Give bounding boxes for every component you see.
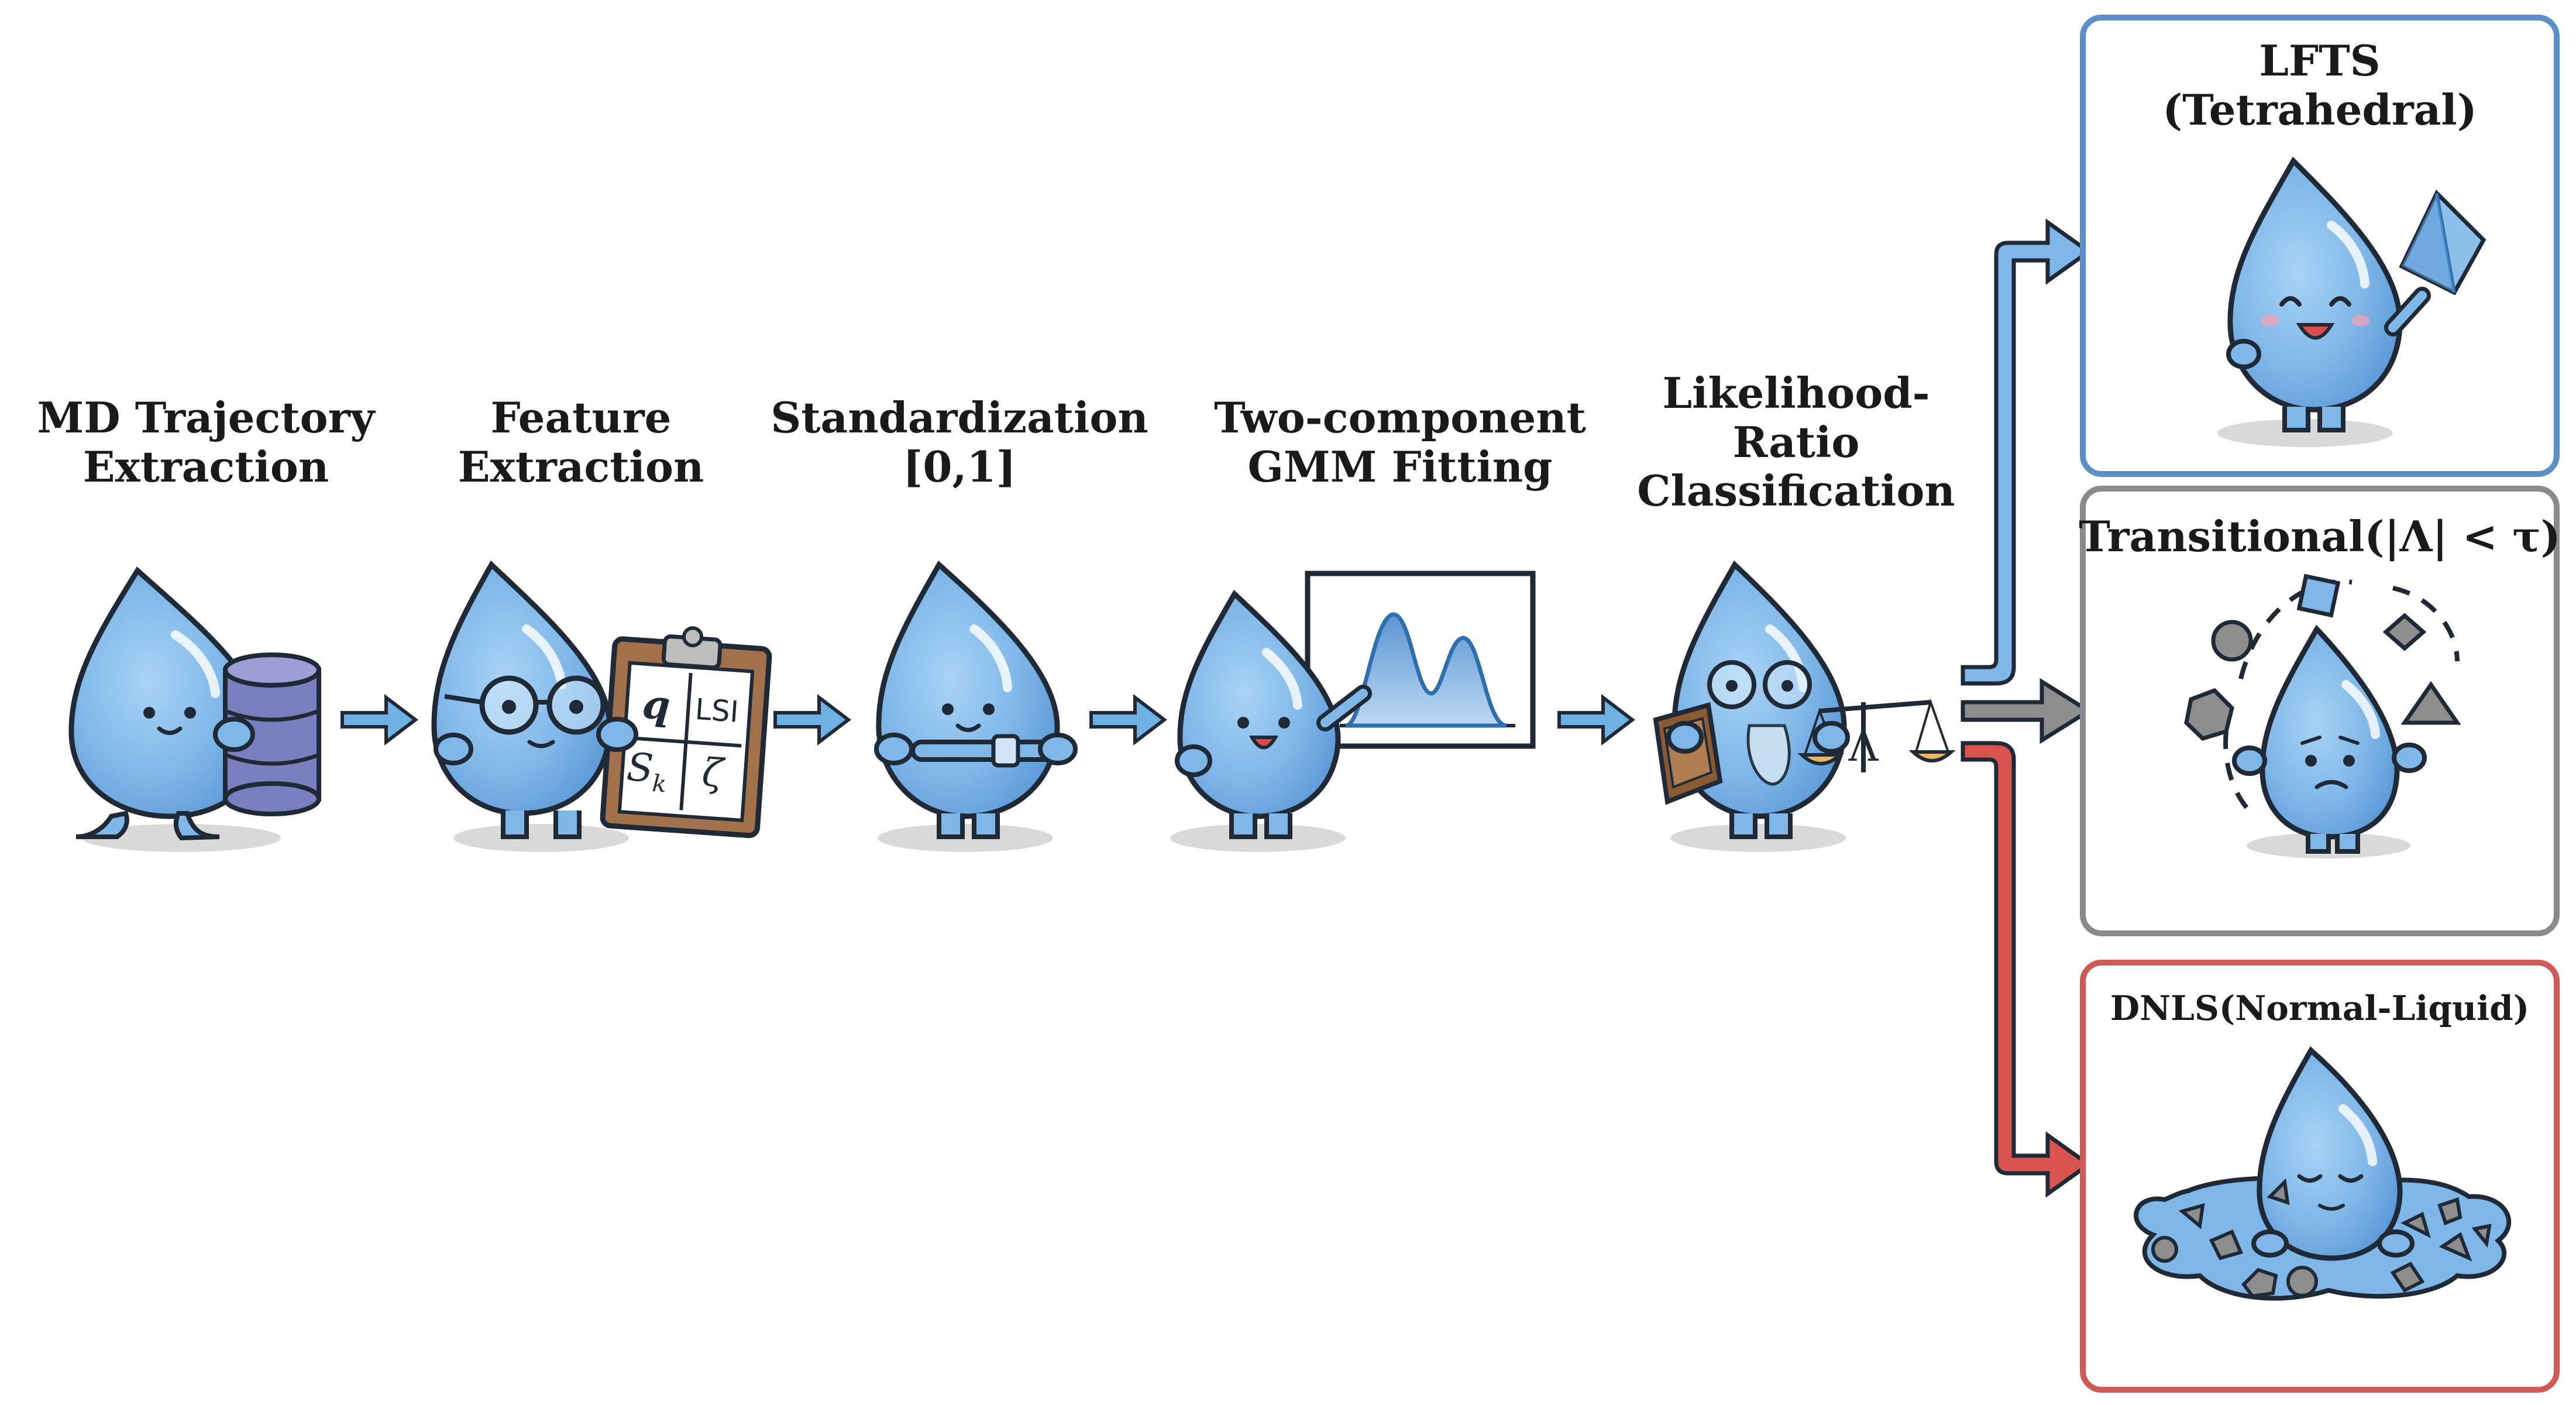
flow-arrow-2 (773, 693, 851, 746)
step-label-md-trajectory: MD Trajectory Extraction (37, 393, 375, 492)
triangle-shape-icon (2400, 681, 2461, 725)
lfts-droplet-icon (2217, 156, 2486, 447)
lambda-symbol: Λ (1848, 723, 1879, 771)
square-shape-icon (2296, 573, 2341, 618)
step-label-standardization: Standardization [0,1] (771, 393, 1148, 492)
flow-arrow-1 (341, 693, 418, 746)
standardization-droplet-icon (874, 560, 1078, 852)
svg-text:Sk: Sk (625, 744, 669, 798)
clipboard-cell-s: S (625, 744, 655, 791)
clipboard-icon: q LSI Sk ζ (600, 626, 772, 839)
clipboard-cell-q: q (641, 681, 672, 730)
output-label-lfts: LFTS (Tetrahedral) (2162, 36, 2477, 135)
output-label-transitional: Transitional(|Λ| < τ) (2079, 511, 2561, 561)
flow-arrow-4 (1557, 693, 1635, 746)
branch-arrow-dnls (1961, 741, 2093, 1198)
branch-arrow-transitional (1961, 678, 2093, 744)
transitional-droplet-icon (2184, 573, 2461, 858)
classification-droplet-icon: Λ (1653, 560, 1956, 852)
flow-arrow-3 (1089, 693, 1167, 746)
diamond-shape-icon (2382, 613, 2427, 651)
step-label-feature-extraction: Feature Extraction (458, 393, 704, 492)
gmm-fitting-droplet-icon (1170, 571, 1536, 852)
output-label-dnls: DNLS(Normal-Liquid) (2110, 988, 2530, 1028)
circle-shape-icon (2211, 620, 2253, 662)
dnls-droplet-icon (2134, 1046, 2512, 1301)
gmm-chart-board-icon (1305, 571, 1536, 749)
branch-arrow-lfts (1961, 218, 2093, 686)
clipboard-cell-sub-k: k (651, 770, 667, 798)
hexagon-shape-icon (2184, 688, 2234, 741)
tetrahedron-icon (2399, 190, 2486, 296)
md-trajectory-droplet-icon (68, 566, 321, 852)
feature-extraction-droplet-icon: q LSI Sk ζ (431, 560, 772, 852)
step-label-classification: Likelihood- Ratio Classification (1637, 368, 1955, 516)
clipboard-cell-lsi: LSI (694, 692, 740, 729)
step-label-gmm-fitting: Two-component GMM Fitting (1214, 393, 1586, 492)
